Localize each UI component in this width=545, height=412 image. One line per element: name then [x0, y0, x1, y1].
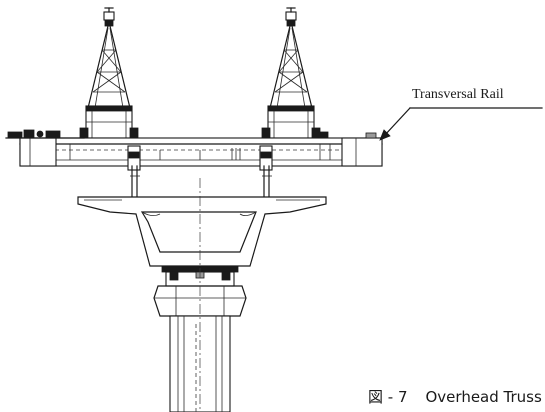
- left-hanger: [127, 145, 141, 197]
- right-aframe-tower: [261, 7, 321, 139]
- figure-caption: 図 - 7 Overhead Truss: [368, 386, 542, 407]
- right-hanger: [259, 145, 273, 197]
- transversal-rail-label: Transversal Rail: [412, 87, 504, 102]
- transversal-rail-beam: [5, 129, 383, 167]
- figure-title: Overhead Truss: [425, 388, 542, 406]
- left-aframe-tower: [79, 7, 139, 139]
- transversal-rail-leader: [379, 107, 543, 141]
- figure-number: 図 - 7: [368, 388, 408, 406]
- box-girder-deck: [77, 196, 327, 267]
